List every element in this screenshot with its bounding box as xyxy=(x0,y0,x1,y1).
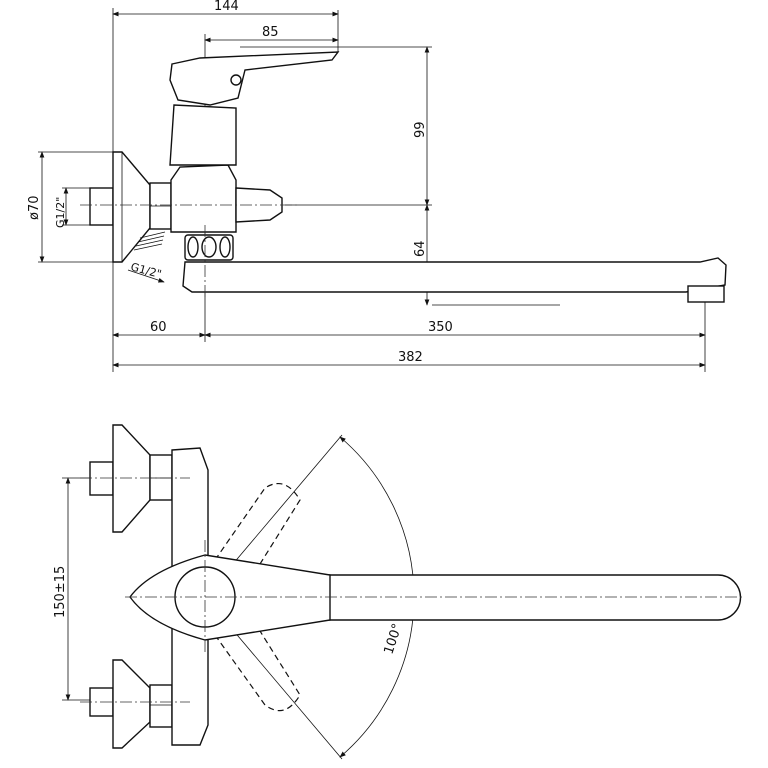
lower-escutcheon xyxy=(112,659,151,749)
label-o70: ø70 xyxy=(27,196,42,221)
top-view: 100° 150±15 xyxy=(53,424,745,760)
label-350: 350 xyxy=(428,320,453,335)
upper-inlet-pipe xyxy=(89,461,114,496)
side-thread xyxy=(133,231,166,251)
aerator xyxy=(687,285,725,303)
inlet-pipe xyxy=(89,187,114,226)
diverter-knob xyxy=(235,187,283,223)
lever-position-left-dashed xyxy=(214,482,301,581)
label-g12-side: G1/2" xyxy=(129,260,163,281)
label-64: 64 xyxy=(413,240,428,257)
escutcheon xyxy=(112,151,151,263)
lower-nut xyxy=(149,684,173,728)
label-150: 150±15 xyxy=(53,566,68,618)
label-100-deg: 100° xyxy=(382,622,406,656)
upper-escutcheon xyxy=(112,424,151,533)
label-g12-inlet: G1/2" xyxy=(54,197,67,228)
side-view: 144 85 99 64 ø70 G1/2" G1/2" 60 350 382 xyxy=(27,0,727,372)
label-60: 60 xyxy=(150,320,167,335)
lever-handle xyxy=(169,51,340,106)
upper-nut xyxy=(149,454,173,501)
valve-body xyxy=(170,164,237,233)
label-99: 99 xyxy=(413,121,428,138)
label-85: 85 xyxy=(262,25,279,40)
spout-top xyxy=(209,574,742,621)
spout xyxy=(182,257,727,293)
label-382: 382 xyxy=(398,350,423,365)
label-144: 144 xyxy=(214,0,239,14)
cartridge-housing xyxy=(169,104,237,166)
